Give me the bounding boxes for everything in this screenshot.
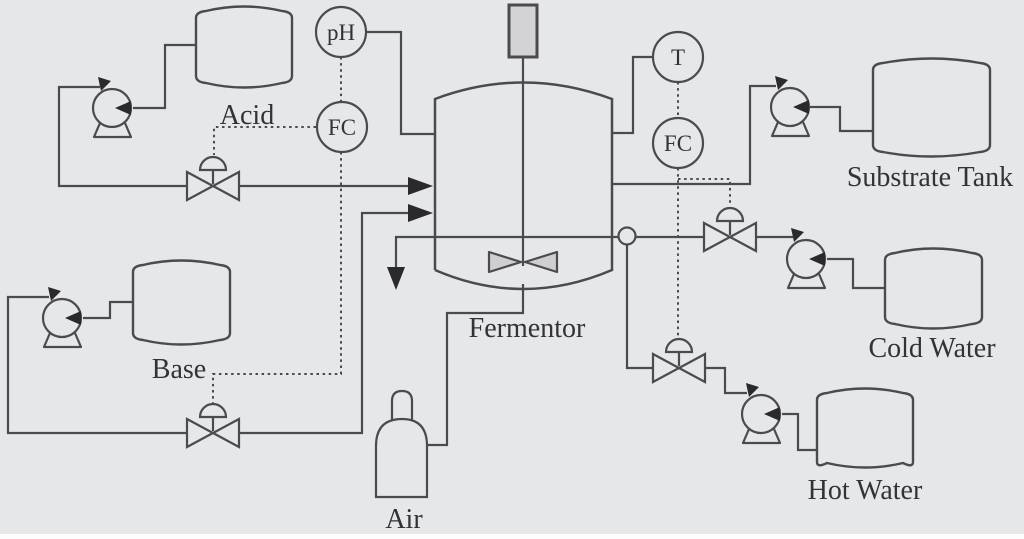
acid-suction-pipe xyxy=(133,43,196,110)
air-cylinder-neck xyxy=(390,389,414,420)
hot-water-tank xyxy=(815,387,915,469)
acid-valve xyxy=(185,155,241,202)
cold-water-tank xyxy=(883,247,984,330)
cold-water-pump xyxy=(785,228,827,290)
valve-actuator-dome xyxy=(715,206,745,223)
hot-water-pump xyxy=(740,383,782,445)
pump-stand xyxy=(786,273,827,290)
instrument-circle xyxy=(651,116,705,170)
instrument-circle xyxy=(651,30,705,84)
label-fermentor: Fermentor xyxy=(469,313,586,344)
ph-probe-line xyxy=(365,30,434,136)
flow-controller-left: FC xyxy=(315,100,369,154)
ph-sensor: pH xyxy=(314,5,368,59)
acid-discharge-pipe xyxy=(57,85,187,188)
junction-circle xyxy=(617,226,637,246)
temp-probe-line xyxy=(612,55,654,135)
air-cylinder-body xyxy=(374,417,429,499)
base-pump xyxy=(41,287,83,349)
hot-suction-pipe xyxy=(782,412,817,452)
label-acid: Acid xyxy=(220,100,274,131)
base-suction-pipe xyxy=(83,300,133,320)
hot-water-valve xyxy=(651,337,707,384)
harvest-pipe xyxy=(394,235,619,268)
label-substrate-tank: Substrate Tank xyxy=(847,162,1013,193)
acid-pump xyxy=(91,77,133,139)
temperature-sensor: T xyxy=(651,30,705,84)
pump-discharge-arrow-icon xyxy=(746,383,759,397)
fc-to-acid-valve-signal xyxy=(213,126,316,155)
pump-inlet-arrow-icon xyxy=(65,311,81,325)
vessel-outline xyxy=(433,81,614,291)
hot-valve-pump-pipe xyxy=(705,366,747,395)
pump-discharge-arrow-icon xyxy=(791,228,804,242)
label-air: Air xyxy=(385,504,423,535)
fc-to-base-valve-signal xyxy=(212,152,342,405)
hot-branch-pipe xyxy=(625,245,653,370)
instrument-circle xyxy=(314,5,368,59)
valve-body xyxy=(651,352,707,384)
instrument-tag: T xyxy=(671,45,685,70)
harvest-arrow-icon xyxy=(387,267,405,290)
valve-body xyxy=(185,170,241,202)
valve-body xyxy=(702,221,758,253)
valve-actuator-dome xyxy=(198,155,228,172)
substrate-tank xyxy=(871,57,992,158)
instrument-circle xyxy=(315,100,369,154)
substrate-discharge-pipe xyxy=(613,84,776,186)
pump-stand xyxy=(741,428,782,445)
impeller-icon xyxy=(487,250,523,274)
flow-controller-right: FC xyxy=(651,116,705,170)
fermentor-vessel xyxy=(433,3,637,291)
base-inlet-arrow-icon xyxy=(408,204,433,222)
instrument-tag: FC xyxy=(664,131,692,156)
pump-inlet-arrow-icon xyxy=(793,100,809,114)
instrument-tag: pH xyxy=(327,20,355,45)
label-cold-water: Cold Water xyxy=(868,333,996,364)
pump-discharge-arrow-icon xyxy=(48,287,61,301)
bottom-white-strip xyxy=(0,534,1024,539)
agitator-motor xyxy=(507,3,539,59)
acid-tank xyxy=(194,5,294,89)
base-tank xyxy=(131,259,232,346)
pump-inlet-arrow-icon xyxy=(809,252,825,266)
substrate-pump xyxy=(769,76,811,138)
pump-stand xyxy=(770,121,811,138)
instrument-tag: FC xyxy=(328,115,356,140)
control-signal-lines xyxy=(212,57,731,405)
base-discharge-pipe xyxy=(6,295,187,435)
pump-stand xyxy=(92,122,133,139)
pump-discharge-arrow-icon xyxy=(98,77,111,91)
cold-water-valve xyxy=(702,206,758,253)
cold-suction-pipe xyxy=(827,257,885,290)
impeller-icon xyxy=(523,250,559,274)
air-sparge-pipe xyxy=(428,284,525,447)
base-feed-pipe xyxy=(239,211,408,435)
valve-actuator-dome xyxy=(198,402,228,419)
process-pipes xyxy=(6,30,885,452)
label-base: Base xyxy=(152,354,206,385)
pump-inlet-arrow-icon xyxy=(764,407,780,421)
valve-body xyxy=(185,417,241,449)
flow-arrows xyxy=(387,177,433,290)
pump-discharge-arrow-icon xyxy=(775,76,788,90)
fc-to-cold-valve-signal xyxy=(678,178,731,203)
label-hot-water: Hot Water xyxy=(808,475,923,506)
valve-actuator-dome xyxy=(664,337,694,354)
air-cylinder xyxy=(374,389,429,499)
pump-inlet-arrow-icon xyxy=(115,101,131,115)
substrate-suction-pipe xyxy=(809,105,873,133)
base-valve xyxy=(185,402,241,449)
pump-stand xyxy=(42,332,83,349)
acid-inlet-arrow-icon xyxy=(408,177,433,195)
